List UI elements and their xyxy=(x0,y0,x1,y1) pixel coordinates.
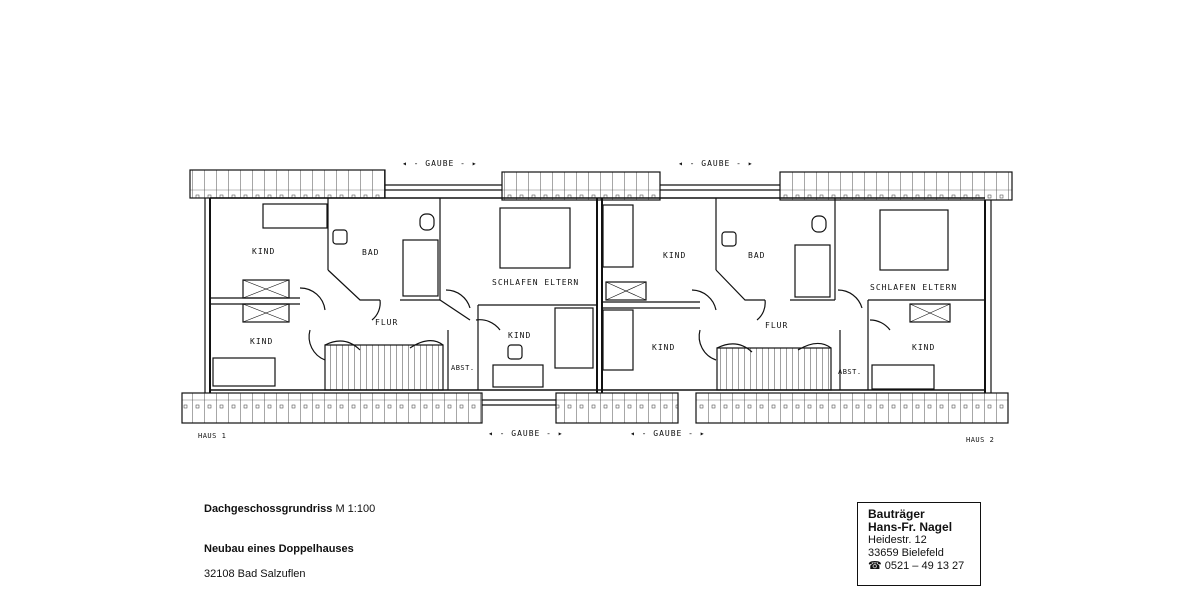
room-schlafen-h1: SCHLAFEN ELTERN xyxy=(492,278,579,287)
roof-tiles-bottom-left xyxy=(181,392,483,424)
toilet-haus2 xyxy=(811,215,827,233)
room-abst-h2: ABST. xyxy=(838,368,862,376)
roof-tiles-bottom-mid xyxy=(555,392,679,424)
bed-eltern2 xyxy=(879,209,949,271)
plan-scale: M 1:100 xyxy=(335,503,376,515)
roof-tiles-top-right xyxy=(779,171,1013,201)
room-bad-h1: BAD xyxy=(362,248,379,257)
sink-haus2 xyxy=(721,231,737,247)
roof-tiles-top-left xyxy=(189,169,386,199)
room-kind-h2-right: KIND xyxy=(912,343,935,352)
bed-kind3 xyxy=(554,307,594,369)
builder-street: Heidestr. 12 xyxy=(868,534,927,546)
plan-title-bold: Dachgeschossgrundriss xyxy=(204,503,333,515)
builder-line1: Bauträger xyxy=(868,507,925,521)
room-kind-h2-top: KIND xyxy=(663,251,686,260)
wardrobe-kind2 xyxy=(242,303,290,323)
gaube-label-bottom-right: ◂ - GAUBE - ▸ xyxy=(630,429,706,438)
bed-eltern1 xyxy=(499,207,571,269)
room-bad-h2: BAD xyxy=(748,251,765,260)
wardrobe-kind-h2 xyxy=(605,281,647,301)
room-kind-h1-bottom: KIND xyxy=(250,337,273,346)
bathtub-haus1 xyxy=(402,239,439,297)
bed-kind-h2-right xyxy=(871,364,935,390)
builder-city: 33659 Bielefeld xyxy=(868,547,944,559)
room-kind-h1-top: KIND xyxy=(252,247,275,256)
builder-phone: 0521 – 49 13 27 xyxy=(884,560,965,572)
wardrobe-kind-h2-right xyxy=(909,303,951,323)
gaube-label-top-right: ◂ - GAUBE - ▸ xyxy=(678,159,754,168)
room-flur-h2: FLUR xyxy=(765,321,788,330)
toilet-haus1 xyxy=(419,213,435,231)
roof-tiles-top-mid xyxy=(501,171,661,201)
room-abst-h1: ABST. xyxy=(451,364,475,372)
stairs-haus2 xyxy=(716,347,832,391)
chair-kind3 xyxy=(507,344,523,360)
room-flur-h1: FLUR xyxy=(375,318,398,327)
project-title: Neubau eines Doppelhauses xyxy=(204,543,354,555)
gaube-label-top-left: ◂ - GAUBE - ▸ xyxy=(402,159,478,168)
project-location: 32108 Bad Salzuflen xyxy=(204,568,306,580)
builder-line2: Hans-Fr. Nagel xyxy=(868,520,953,534)
builder-phone-row: ☎ 0521 – 49 13 27 xyxy=(868,560,980,573)
stairs-haus1 xyxy=(324,344,444,391)
sink-haus1 xyxy=(332,229,348,245)
phone-icon: ☎ xyxy=(868,560,882,572)
room-kind-h1-mid: KIND xyxy=(508,331,531,340)
roof-tiles-bottom-right xyxy=(695,392,1009,424)
desk-kind3 xyxy=(492,364,544,388)
builder-box: Bauträger Hans-Fr. Nagel Heidestr. 12 33… xyxy=(857,502,981,586)
haus1-label: HAUS 1 xyxy=(198,432,226,440)
haus2-label: HAUS 2 xyxy=(966,436,994,444)
bed-kind-h2-bottom xyxy=(602,309,634,371)
bed-kind-h2-top xyxy=(602,204,634,268)
plan-title: Dachgeschossgrundriss M 1:100 xyxy=(204,503,375,515)
wardrobe-kind1 xyxy=(242,279,290,299)
room-schlafen-h2: SCHLAFEN ELTERN xyxy=(870,283,957,292)
bed-kind1-bottom xyxy=(212,357,276,387)
room-kind-h2-bottom: KIND xyxy=(652,343,675,352)
gaube-label-bottom-left: ◂ - GAUBE - ▸ xyxy=(488,429,564,438)
bathtub-haus2 xyxy=(794,244,831,298)
bed-kind1-top xyxy=(262,203,328,229)
